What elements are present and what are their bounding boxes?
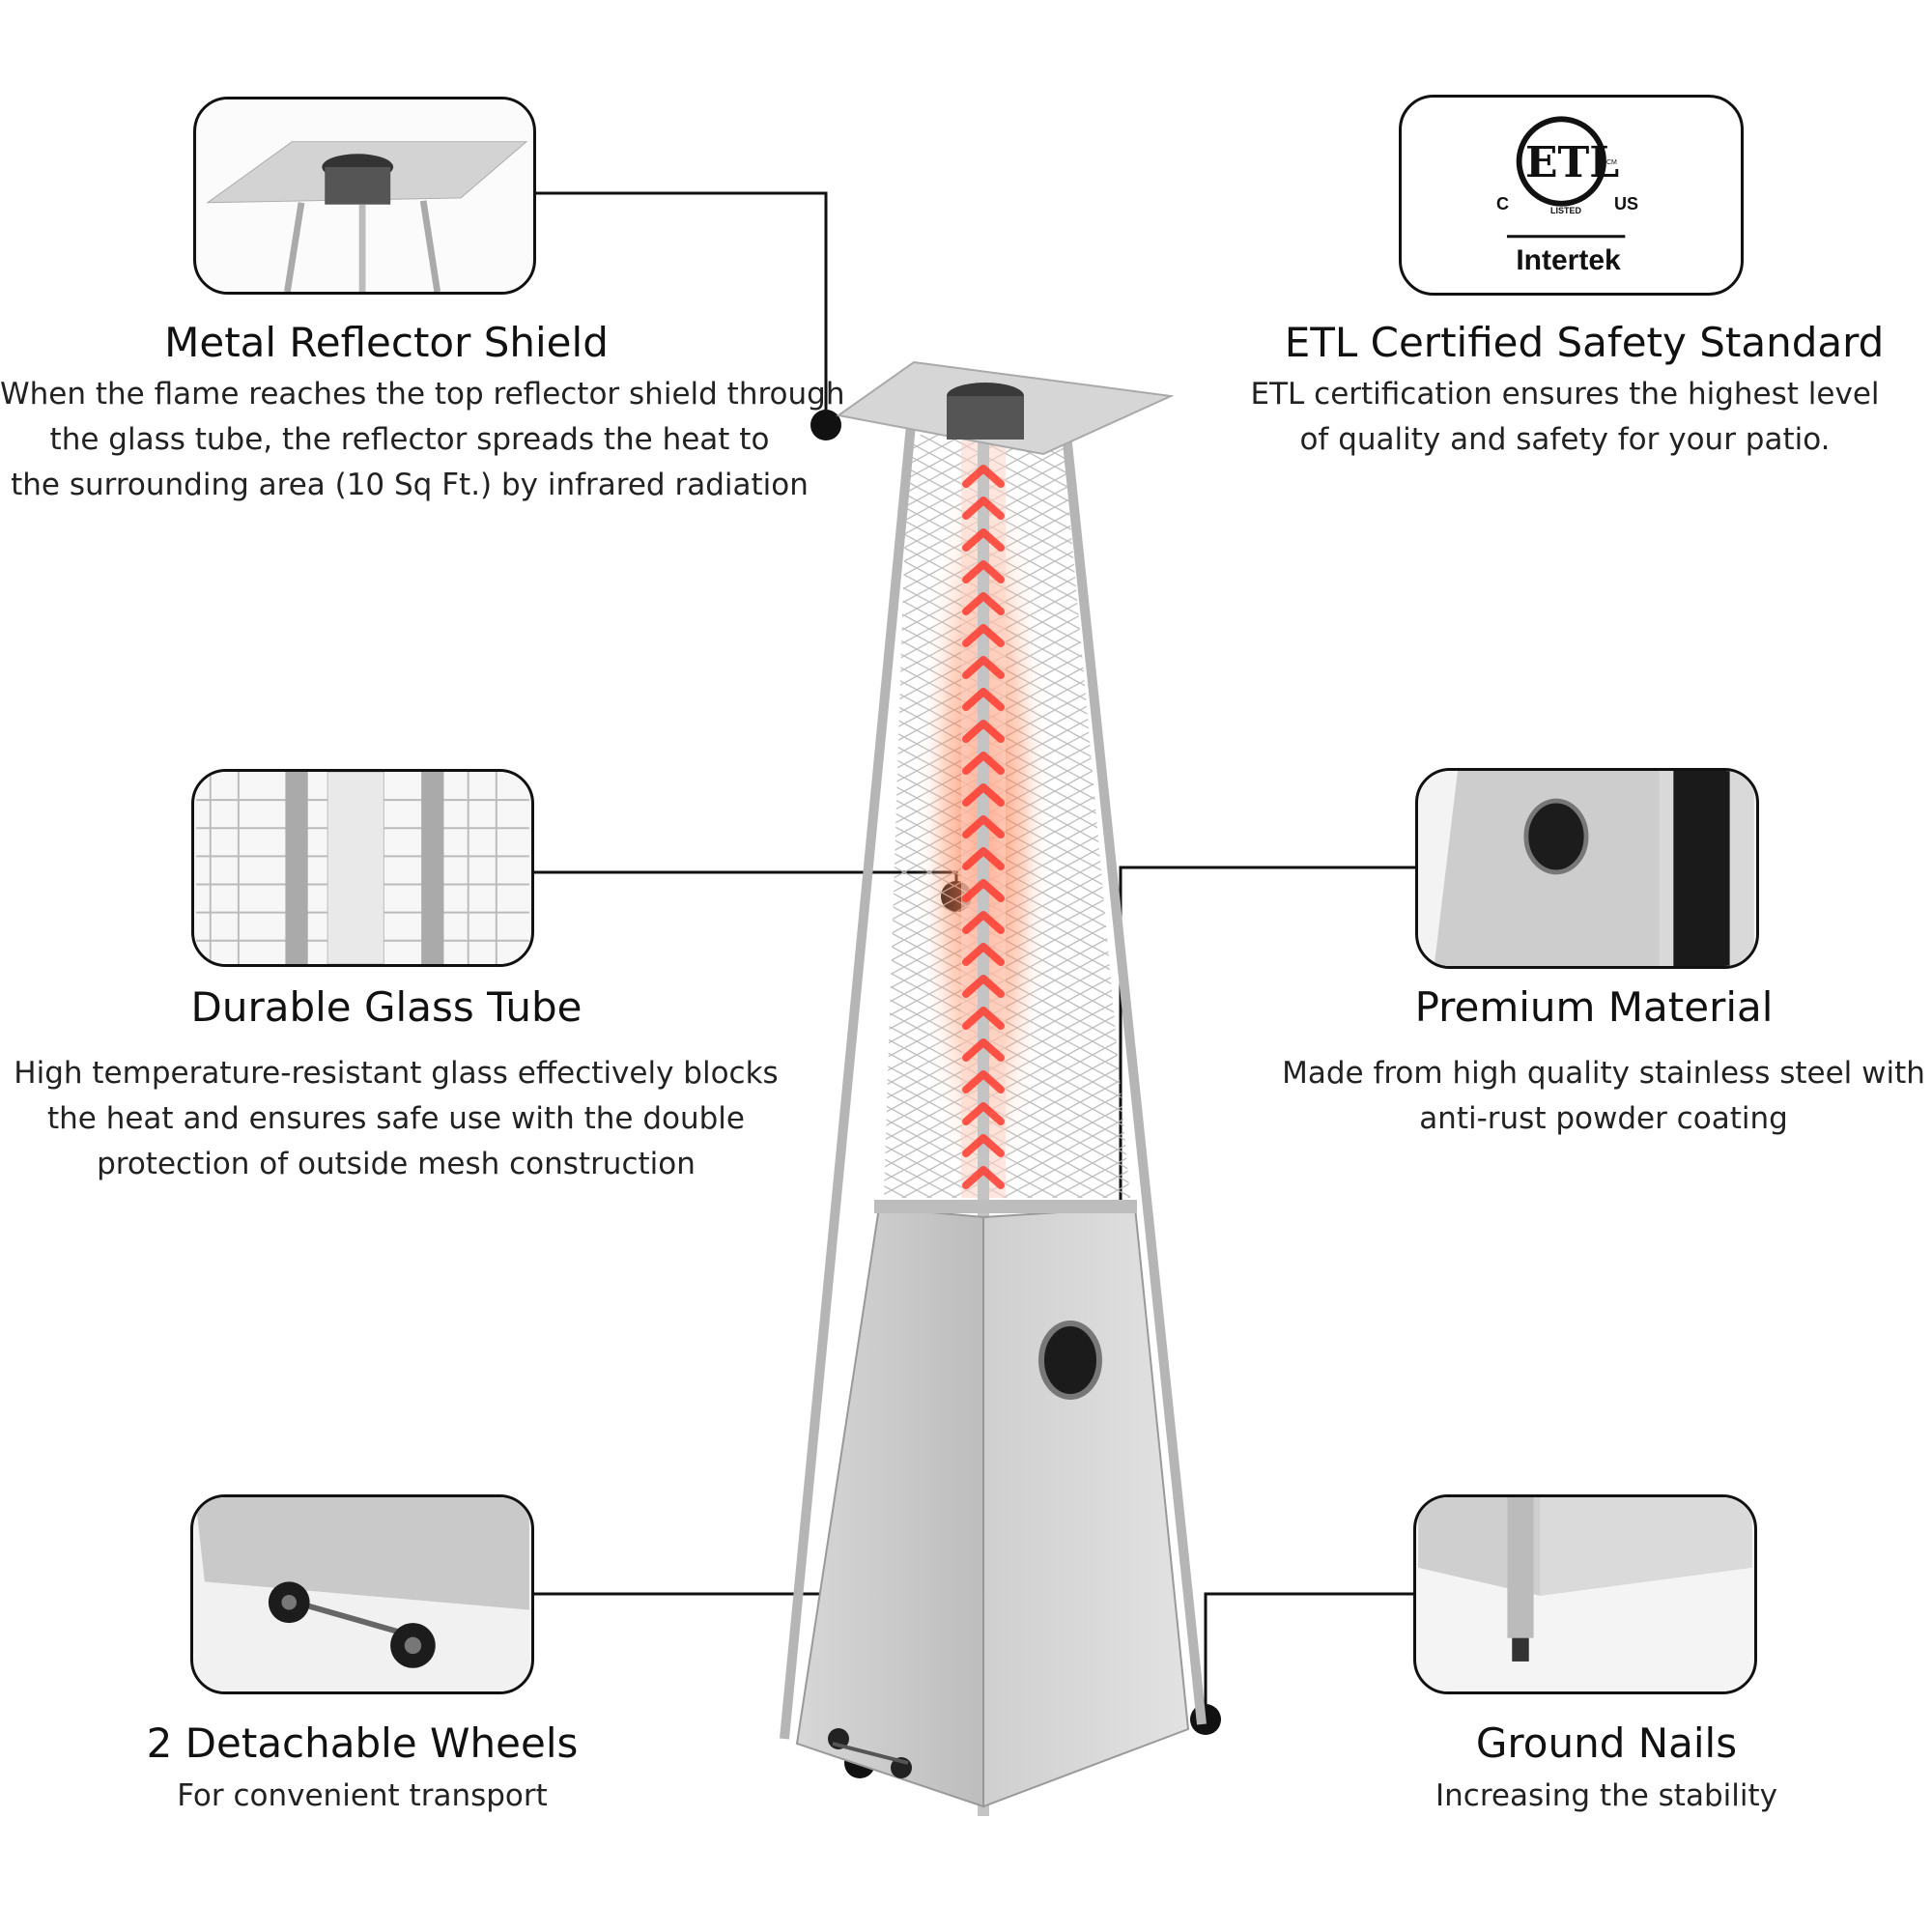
- thumb-glass-tube: [191, 769, 534, 967]
- heat-arrow: [962, 1007, 1005, 1030]
- etl-listed: LISTED: [1549, 206, 1581, 215]
- heat-arrow: [962, 911, 1005, 934]
- feature-title-wheels: 2 Detachable Wheels: [146, 1719, 579, 1767]
- heat-arrow: [962, 592, 1005, 615]
- connector-nails: [1204, 1592, 1414, 1719]
- connector-glass: [534, 870, 958, 896]
- thumb-etl: ETL C US LISTED CM Intertek: [1399, 95, 1744, 296]
- feature-title-material: Premium Material: [1414, 983, 1774, 1031]
- heat-arrow: [962, 624, 1005, 647]
- intertek-brand: Intertek: [1516, 244, 1621, 276]
- heat-arrow: [962, 1166, 1005, 1189]
- feature-desc-reflector: When the flame reaches the top reflector…: [0, 377, 845, 502]
- feature-desc-nails: Increasing the stability: [1435, 1778, 1777, 1813]
- heat-arrow: [962, 975, 1005, 998]
- heat-arrow: [962, 497, 1005, 520]
- heat-arrow: [962, 1134, 1005, 1157]
- etl-c: C: [1496, 194, 1509, 213]
- feature-title-glass-tube: Durable Glass Tube: [190, 983, 582, 1031]
- heat-arrow: [962, 656, 1005, 679]
- etl-cm: CM: [1606, 159, 1617, 166]
- etl-us: US: [1614, 194, 1639, 213]
- heat-arrow: [962, 1102, 1005, 1125]
- feature-title-nails: Ground Nails: [1475, 1719, 1738, 1767]
- heat-flow-arrows: [962, 465, 1005, 1189]
- heat-arrow: [962, 847, 1005, 870]
- heat-arrow: [962, 1038, 1005, 1062]
- heater-frame: [780, 360, 1207, 1816]
- feature-desc-wheels: For convenient transport: [177, 1778, 548, 1813]
- heat-arrow: [962, 720, 1005, 743]
- heat-arrow: [962, 560, 1005, 583]
- thumb-reflector: [193, 97, 536, 295]
- feature-desc-glass-tube: High temperature-resistant glass effecti…: [14, 1056, 779, 1181]
- etl-mark: ETL: [1525, 138, 1620, 187]
- heat-arrow: [962, 688, 1005, 711]
- heat-arrow: [962, 815, 1005, 838]
- heat-arrow: [962, 943, 1005, 966]
- feature-desc-etl: ETL certification ensures the highest le…: [1250, 377, 1880, 457]
- heat-arrow: [962, 465, 1005, 488]
- base-vent-hole: [1038, 1321, 1102, 1400]
- heat-arrow: [962, 879, 1005, 902]
- connector-reflector: [534, 191, 828, 425]
- feature-title-etl: ETL Certified Safety Standard: [1284, 319, 1885, 366]
- heat-arrow: [962, 1070, 1005, 1094]
- heat-arrow: [962, 783, 1005, 807]
- feature-desc-material: Made from high quality stainless steel w…: [1282, 1056, 1925, 1136]
- thumb-wheels: [190, 1494, 534, 1694]
- thumb-nails: [1413, 1494, 1757, 1694]
- heat-arrow: [962, 752, 1005, 775]
- dot-reflector: [810, 410, 841, 440]
- thumb-material: [1415, 768, 1759, 969]
- etl-logo: ETL C US LISTED CM Intertek: [1402, 98, 1741, 293]
- feature-title-reflector: Metal Reflector Shield: [164, 319, 609, 366]
- heat-arrow: [962, 528, 1005, 552]
